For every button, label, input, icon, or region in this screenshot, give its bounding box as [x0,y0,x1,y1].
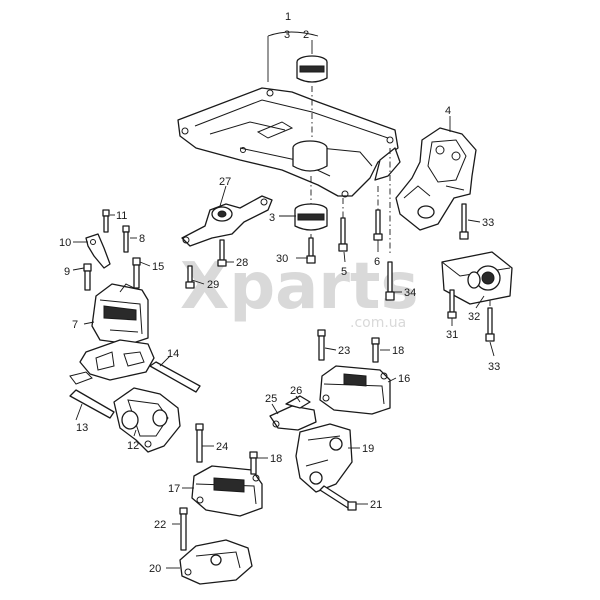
torque-arm [181,195,273,247]
callout-33-upper: 33 [482,217,494,229]
watermark-domain: .com.ua [350,315,406,331]
callout-20: 20 [149,563,161,575]
bracket-12 [113,387,181,453]
callout-26: 26 [290,385,302,397]
rubber-mount-32 [441,251,513,305]
callout-11: 11 [116,210,127,222]
callout-32: 32 [468,311,480,323]
callout-33-lower: 33 [488,361,500,373]
callout-14: 14 [167,348,179,360]
engine-mount-left [91,283,149,345]
callout-8: 8 [139,233,145,245]
callout-1: 1 [285,11,291,23]
callout-31: 31 [446,329,458,341]
callout-13: 13 [76,422,88,434]
callout-9: 9 [64,266,70,278]
callout-28: 28 [236,257,248,269]
callout-15: 15 [152,261,164,273]
callout-3-top: 3 [284,29,290,41]
callout-22: 22 [154,519,166,531]
callout-24: 24 [216,441,228,453]
subframe [177,87,401,198]
bracket-20 [179,539,253,585]
callout-4: 4 [445,105,451,117]
callout-23: 23 [338,345,350,357]
leader-lines [72,31,495,569]
bolts [69,203,495,551]
callout-34: 34 [404,287,416,299]
bracket-10 [85,233,111,269]
callout-27: 27 [219,176,231,188]
callout-21: 21 [370,499,382,511]
callout-7: 7 [72,319,78,331]
callout-17: 17 [168,483,180,495]
callout-18-upper: 18 [392,345,404,357]
callout-labels: 1 3 2 4 27 3 11 8 10 9 15 7 14 13 12 28 … [59,11,500,575]
rubber-bush-lower [294,203,328,231]
callout-16: 16 [398,373,410,385]
callout-18-lower: 18 [270,453,282,465]
callout-30: 30 [276,253,288,265]
callout-12: 12 [127,440,139,452]
engine-mount-17 [191,465,263,517]
bracket-right [395,127,477,231]
callout-6: 6 [374,256,380,268]
engine-mount-16 [319,365,391,415]
callout-2: 2 [303,29,309,41]
carrier-plate-left [69,339,155,385]
callout-5: 5 [341,266,347,278]
bracket-25-26 [269,395,317,431]
callout-19: 19 [362,443,374,455]
callout-3-mid: 3 [269,212,275,224]
callout-25: 25 [265,393,277,405]
callout-10: 10 [59,237,71,249]
bracket-19 [295,423,353,493]
callout-29: 29 [207,279,219,291]
rubber-bush-upper [296,55,328,83]
